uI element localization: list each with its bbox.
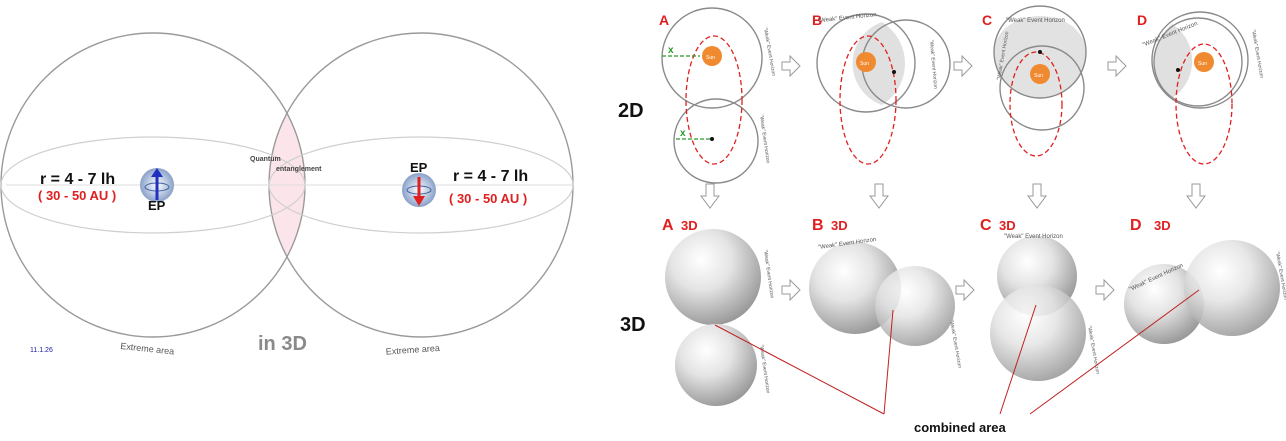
weak-horizon-b2: "Weak" Event Horizon [928,40,938,90]
quantum-label-line1: Quantum [250,156,281,163]
stage-letter-d: D [1137,12,1147,28]
arrow-right-2 [954,56,972,76]
stage-3d-a: A 3D "Weak" Event Horizon "Weak" Event H… [662,217,775,406]
sun-label-c: Sun [1034,73,1043,79]
arrow-down-d [1187,184,1205,208]
stage-2d-b: B Sun "Weak" Event Horizon "Weak" Event … [812,12,950,164]
left-panel: EP r = 4 - 7 lh ( 30 - 50 AU ) EP r = 4 … [1,33,573,357]
arrow-right-3d-2 [956,280,974,300]
weak-horizon-3d-b2: "Weak" Event Horizon [948,319,962,369]
weak-horizon-b1: "Weak" Event Horizon [818,12,877,24]
weak-horizon-3d-c1: "Weak" Event Horizon [1004,234,1063,240]
weak-horizon-a2: "Weak" Event Horizon [758,114,771,164]
arrow-down-a [701,184,719,208]
stage-3d-c: C 3D "Weak" Event Horizon "Weak" Event H… [980,217,1100,381]
sun-label: Sun [706,55,715,61]
x-marker-top: x [668,45,674,56]
stage-letter-c: C [982,12,992,28]
right-radius-label: r = 4 - 7 lh [453,168,528,185]
stage-3d-letter-a: A [662,217,674,234]
arrow-right-3d-1 [782,280,800,300]
weak-horizon-a1: "Weak" Event Horizon [762,27,776,77]
arrow-right-1 [782,56,800,76]
stage-3d-letter-b: B [812,217,824,234]
right-ep-symbol [402,173,436,207]
combined-area-label: combined area [914,420,1007,435]
x-marker-bottom: x [680,128,686,139]
date-label: 11.1.26 [30,347,53,354]
stage-2d-a: A Sun x x "Weak" Event Horizon "Weak" Ev… [659,8,776,183]
in-3d-label: in 3D [258,333,307,355]
weak-horizon-3d-a1: "Weak" Event Horizon [762,249,775,299]
stage-3d-letter-d: D [1130,217,1142,234]
right-panel: 2D 3D A Sun x x "Weak" Event Horizon "We… [618,6,1286,435]
left-distance-label: ( 30 - 50 AU ) [38,188,116,203]
sun-label-b: Sun [860,61,869,67]
row-label-2d: 2D [618,100,644,122]
arrow-right-3 [1108,56,1126,76]
weak-horizon-3d-a2: "Weak" Event Horizon [758,344,771,394]
stage-3d-suffix-c: 3D [999,218,1016,233]
stage-3d-b: B 3D "Weak" Event Horizon "Weak" Event H… [809,217,962,369]
stage-3d-suffix-a: 3D [681,218,698,233]
stage-letter-a: A [659,12,669,28]
stage-3d-suffix-b: 3D [831,218,848,233]
right-distance-label: ( 30 - 50 AU ) [449,191,527,206]
stage-3d-letter-c: C [980,217,992,234]
extreme-area-left-label: Extreme area [120,341,175,357]
stage-2d-d: D Sun "Weak" Event Horizon "Weak" Event … [1137,12,1264,164]
weak-horizon-d2: "Weak" Event Horizon [1250,29,1264,79]
arrow-right-3d-3 [1096,280,1114,300]
row-label-3d: 3D [620,314,646,336]
weak-horizon-c1: "Weak" Event Horizon [1006,18,1065,24]
quantum-label-line2: entanglement [276,166,322,173]
sun-label-d: Sun [1198,61,1207,67]
stage-3d-suffix-d: 3D [1154,218,1171,233]
stage-2d-c: C Sun "Weak" Event Horizon "Weak" Event … [982,6,1086,156]
right-ep-label: EP [410,160,428,175]
left-ep-label: EP [148,198,166,213]
stage-3d-d: D 3D "Weak" Event Horizon "Weak" Event H… [1124,217,1286,344]
arrow-down-c [1028,184,1046,208]
arrow-down-b [870,184,888,208]
left-radius-label: r = 4 - 7 lh [40,171,115,188]
extreme-area-right-label: Extreme area [386,343,441,357]
left-ep-symbol [140,168,174,202]
